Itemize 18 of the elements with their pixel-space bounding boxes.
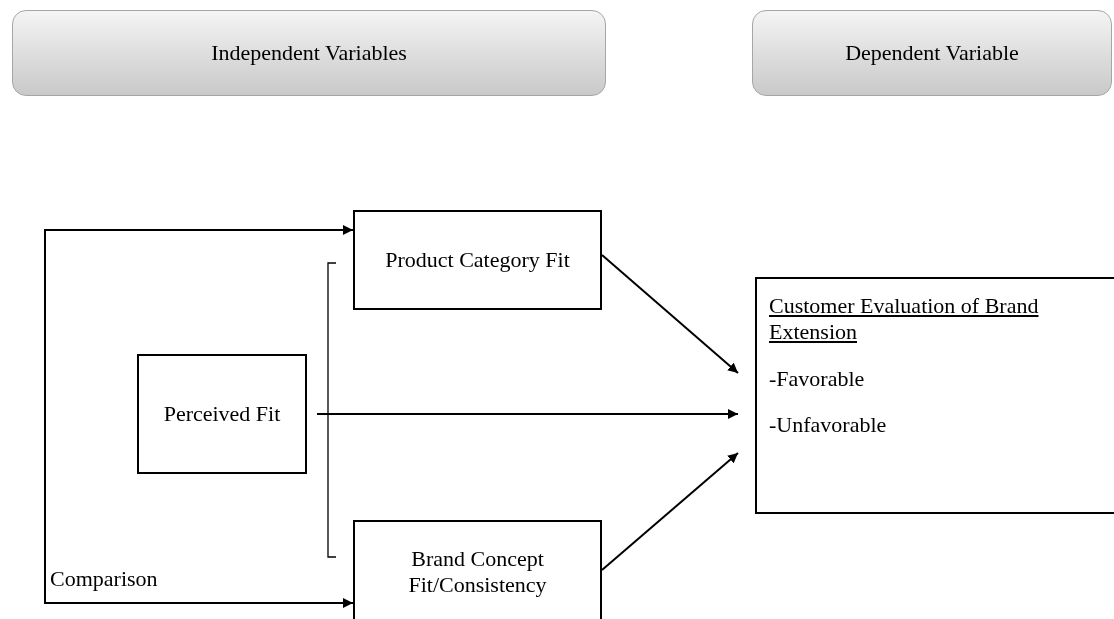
node-label: Dependent Variable	[845, 39, 1019, 67]
arrow	[316, 409, 739, 419]
header-box	[12, 10, 606, 96]
process-box	[137, 354, 307, 474]
process-box	[353, 520, 602, 619]
process-box	[755, 277, 1114, 514]
node-label: Customer Evaluation of Brand Extension	[769, 293, 1040, 346]
node-label: Perceived Fit	[163, 400, 281, 428]
node-label: Independent Variables	[211, 39, 407, 67]
header-box	[752, 10, 1112, 96]
arrow	[44, 225, 354, 608]
node-label: Product Category Fit	[385, 246, 570, 274]
arrow	[601, 254, 739, 374]
list-item: -Favorable	[769, 365, 865, 393]
arrow	[601, 452, 739, 571]
list-item: -Unfavorable	[769, 412, 887, 439]
node-label: Brand Concept Fit/Consistency	[407, 545, 548, 599]
process-box	[353, 210, 602, 310]
